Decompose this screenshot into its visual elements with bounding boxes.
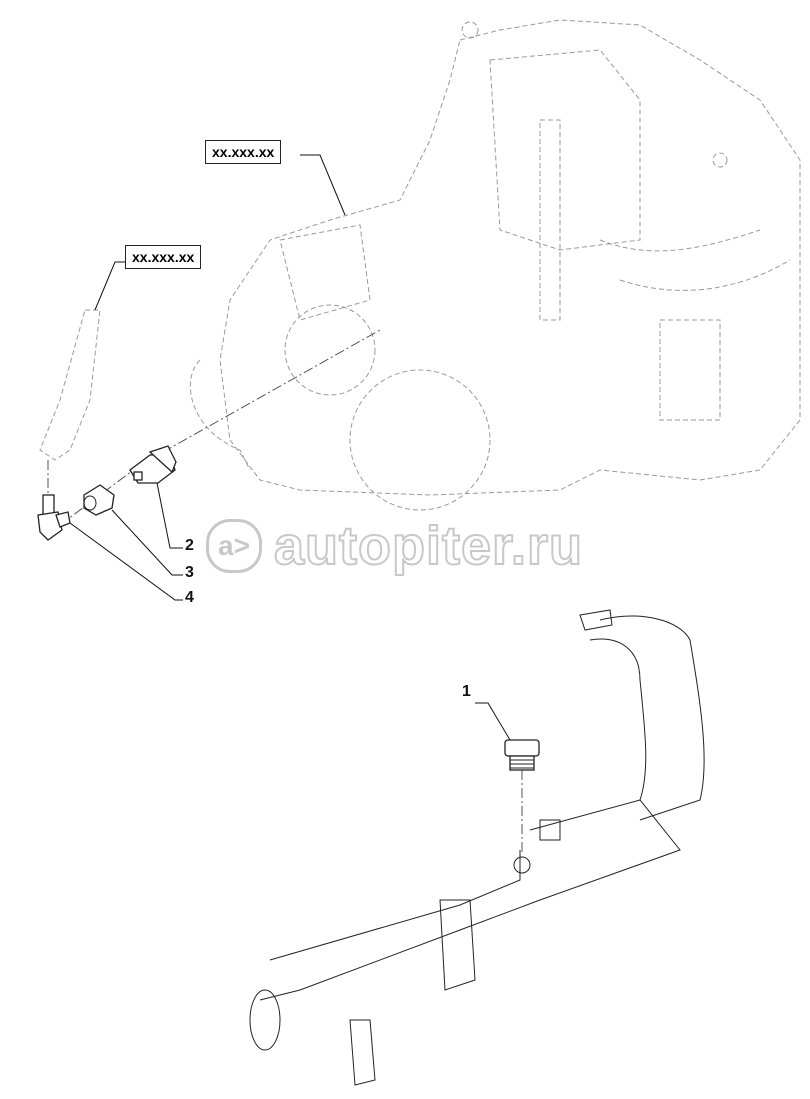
watermark-text: autopiter.ru bbox=[273, 515, 584, 577]
callout-1: 1 bbox=[462, 683, 471, 700]
hose-ghost bbox=[39, 309, 101, 461]
reference-label-engine: xx.xxx.xx bbox=[205, 140, 282, 164]
callout-4: 4 bbox=[185, 589, 194, 606]
leader-4 bbox=[69, 522, 183, 601]
exhaust-pipe bbox=[249, 609, 705, 1086]
watermark-logo-icon: a> bbox=[206, 519, 262, 573]
leader-2 bbox=[156, 482, 183, 549]
callout-2: 2 bbox=[185, 537, 194, 554]
plug-part-1 bbox=[504, 739, 540, 771]
elbow-fitting-part-4 bbox=[37, 494, 71, 541]
leader-ref-1 bbox=[300, 154, 346, 216]
adapter-part-2 bbox=[129, 445, 177, 484]
leader-ref-2 bbox=[94, 261, 125, 311]
engine-block-ghost bbox=[189, 19, 801, 511]
callout-3: 3 bbox=[185, 564, 194, 581]
leader-3 bbox=[111, 509, 183, 576]
watermark: a> autopiter.ru bbox=[206, 515, 583, 577]
leader-1 bbox=[475, 702, 511, 741]
reference-label-hose: xx.xxx.xx bbox=[125, 245, 202, 269]
union-part-3 bbox=[83, 484, 115, 516]
